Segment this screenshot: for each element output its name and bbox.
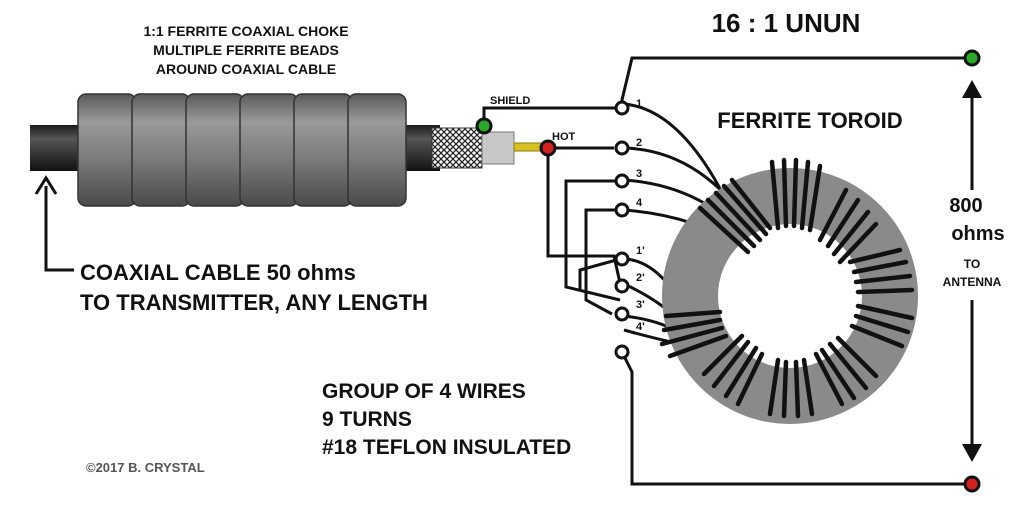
winding-note-line3: #18 TEFLON INSULATED (322, 436, 571, 459)
antenna-bottom-terminal (963, 475, 981, 493)
terminal-1 (614, 100, 630, 116)
winding-note-line1: GROUP OF 4 WIRES (322, 380, 526, 403)
ferrite-toroid (659, 157, 918, 424)
copyright: ©2017 B. CRYSTAL (86, 460, 205, 475)
terminal-label-1p: 1' (636, 245, 645, 257)
terminal-label-4: 4 (636, 197, 643, 209)
terminal-label-2p: 2' (636, 272, 645, 284)
hot-label: HOT (552, 131, 576, 143)
ferrite-beads (77, 93, 407, 207)
antenna-to-label: TO (964, 257, 980, 271)
antenna-arrows (962, 80, 982, 462)
shield-label: SHIELD (490, 95, 530, 107)
terminal-1p (614, 251, 630, 267)
terminal-4 (614, 202, 630, 218)
terminals (614, 100, 630, 360)
terminal-label-2: 2 (636, 137, 642, 149)
choke-label-line2: MULTIPLE FERRITE BEADS (153, 42, 339, 58)
antenna-label: ANTENNA (943, 275, 1002, 289)
choke-label-line1: 1:1 FERRITE COAXIAL CHOKE (143, 23, 348, 39)
impedance-value: 800 (949, 195, 982, 217)
coax-arrow (34, 175, 74, 272)
hot-connector (539, 139, 557, 157)
antenna-top-terminal (963, 49, 981, 67)
terminal-2p (614, 278, 630, 294)
impedance-unit: ohms (951, 223, 1004, 245)
terminal-label-3: 3 (636, 168, 642, 180)
winding-note-line2: 9 TURNS (322, 408, 412, 431)
terminal-4p (614, 344, 630, 360)
terminal-label-3p: 3' (636, 299, 645, 311)
wiring (482, 56, 972, 486)
coax-label-line1: COAXIAL CABLE 50 ohms (80, 260, 356, 285)
shield-connector (475, 117, 493, 135)
terminal-3 (614, 173, 630, 189)
coax-label-line2: TO TRANSMITTER, ANY LENGTH (80, 290, 428, 315)
toroid-label: FERRITE TOROID (717, 108, 902, 133)
choke-label-line3: AROUND COAXIAL CABLE (156, 61, 336, 77)
terminal-2 (614, 140, 630, 156)
terminal-label-4p: 4' (636, 321, 645, 333)
terminal-3p (614, 306, 630, 322)
title: 16 : 1 UNUN (712, 8, 861, 38)
terminal-label-1: 1 (636, 98, 642, 110)
